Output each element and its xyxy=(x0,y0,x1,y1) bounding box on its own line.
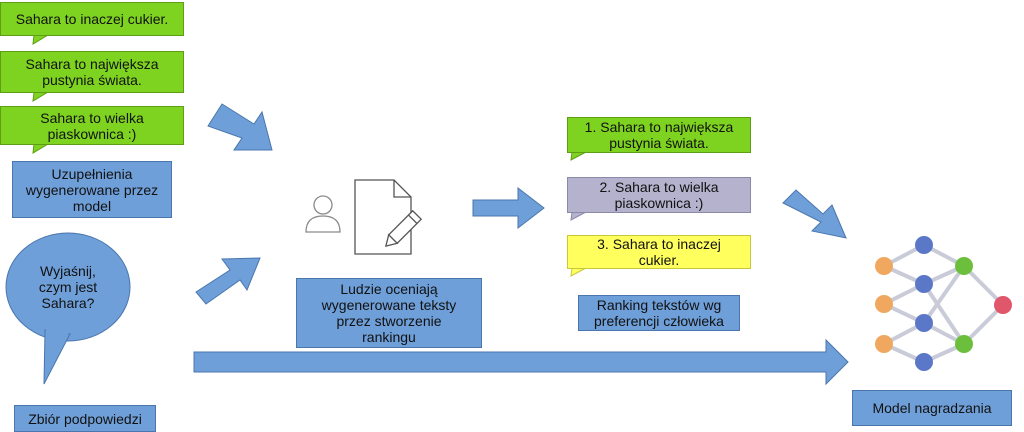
nn-hidden-node xyxy=(915,275,933,293)
completion-1-tail xyxy=(32,34,50,45)
nn-hidden2-node xyxy=(955,335,973,353)
nn-hidden-node xyxy=(915,353,933,371)
nn-hidden-node xyxy=(915,236,933,254)
completion-box-1: Sahara to inaczej cukier. xyxy=(0,2,184,36)
humans-caption: Ludzie oceniają wygenerowane teksty prze… xyxy=(296,278,482,348)
nn-output-node xyxy=(994,296,1012,314)
ranking-2-tail xyxy=(570,211,587,221)
prompt-set-caption: Zbiór podpowiedzi xyxy=(14,405,156,432)
ranking-1-tail xyxy=(570,151,587,161)
nn-hidden-node xyxy=(915,314,933,332)
completion-2-tail xyxy=(32,91,50,102)
neural-network-icon xyxy=(875,236,1012,371)
ranking-3-tail xyxy=(570,267,587,277)
person-icon xyxy=(305,195,341,233)
document-edit-icon xyxy=(354,179,423,255)
nn-hidden2-node xyxy=(955,257,973,275)
completion-box-3: Sahara to wielka piaskownica :) xyxy=(0,106,184,145)
nn-input-node xyxy=(875,335,893,353)
ranking-caption: Ranking tekstów wg preferencji człowieka xyxy=(578,295,740,331)
completions-caption: Uzupełnienia wygenerowane przez model xyxy=(12,161,172,218)
arrow-ranking-to-model xyxy=(782,189,847,239)
completion-3-tail xyxy=(32,143,50,154)
nn-input-node xyxy=(875,295,893,313)
prompt-bubble-shape xyxy=(5,232,131,385)
prompt-bubble-text: Wyjaśnij, czym jest Sahara? xyxy=(38,263,98,311)
arrow-completions-to-humans xyxy=(207,103,273,151)
arrow-prompt-to-humans xyxy=(195,257,261,305)
ranking-box-2: 2. Sahara to wielka piaskownica :) xyxy=(567,177,751,213)
reward-model-caption: Model nagradzania xyxy=(852,390,1012,426)
completion-box-2: Sahara to największa pustynia świata. xyxy=(0,51,184,93)
arrow-humans-to-ranking xyxy=(472,186,545,230)
nn-input-node xyxy=(875,257,893,275)
ranking-box-1: 1. Sahara to największa pustynia świata. xyxy=(567,117,751,153)
ranking-box-3: 3. Sahara to inaczej cukier. xyxy=(567,235,751,269)
arrow-prompts-to-model xyxy=(193,338,849,386)
